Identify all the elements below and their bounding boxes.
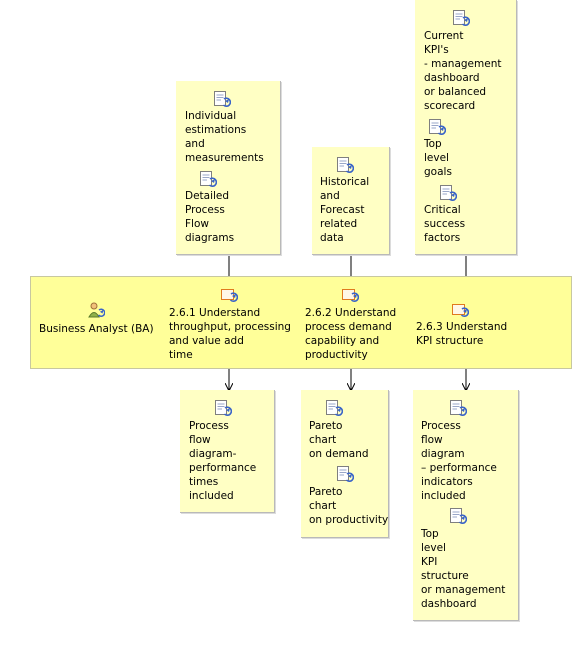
task-icon[interactable] [220,287,238,303]
document-icon [337,157,354,173]
output-label: Pareto chart on demand [309,420,369,460]
document-icon [450,508,467,524]
document-icon [429,119,446,135]
input-label: Current KPI's - management dashboard or … [424,30,502,112]
input-note-task1[interactable]: Individual estimations and measurements … [176,81,281,255]
output-label: Pareto chart on productivity [309,486,389,526]
input-label: Top level goals [424,138,452,178]
input-label: Historical and Forecast related data [320,176,370,244]
output-note-task1[interactable]: Process flow diagram- performance times … [180,390,275,513]
input-label: Detailed Process Flow diagrams [185,190,235,244]
output-label: Top level KPI structure or management da… [421,528,506,610]
input-label: Critical success factors [424,204,466,244]
input-note-task2[interactable]: Historical and Forecast related data [312,147,390,255]
task-label[interactable]: 2.6.3 Understand KPI structure [416,321,508,347]
task-icon[interactable] [341,287,359,303]
document-icon [215,400,232,416]
output-label: Process flow diagram- performance times … [189,420,257,502]
swimlane: Business Analyst (BA) 2.6.1 Understand t… [30,276,572,369]
role-icon [88,302,105,318]
document-icon [200,171,217,187]
role-label: Business Analyst (BA) [39,323,154,335]
task-label[interactable]: 2.6.1 Understand throughput, processing … [169,307,291,361]
document-icon [337,466,354,482]
output-label: Process flow diagram – performance indic… [421,420,497,502]
task-icon[interactable] [451,302,469,318]
output-note-task3[interactable]: Process flow diagram – performance indic… [413,390,519,621]
document-icon [450,400,467,416]
document-icon [214,91,231,107]
input-label: Individual estimations and measurements [185,110,264,164]
input-note-task3[interactable]: Current KPI's - management dashboard or … [415,0,517,255]
document-icon [440,185,457,201]
task-label[interactable]: 2.6.2 Understand process demand capabili… [305,307,397,361]
document-icon [326,400,343,416]
output-note-task2[interactable]: Pareto chart on demand Pareto chart on p… [301,390,389,538]
document-icon [453,10,470,26]
